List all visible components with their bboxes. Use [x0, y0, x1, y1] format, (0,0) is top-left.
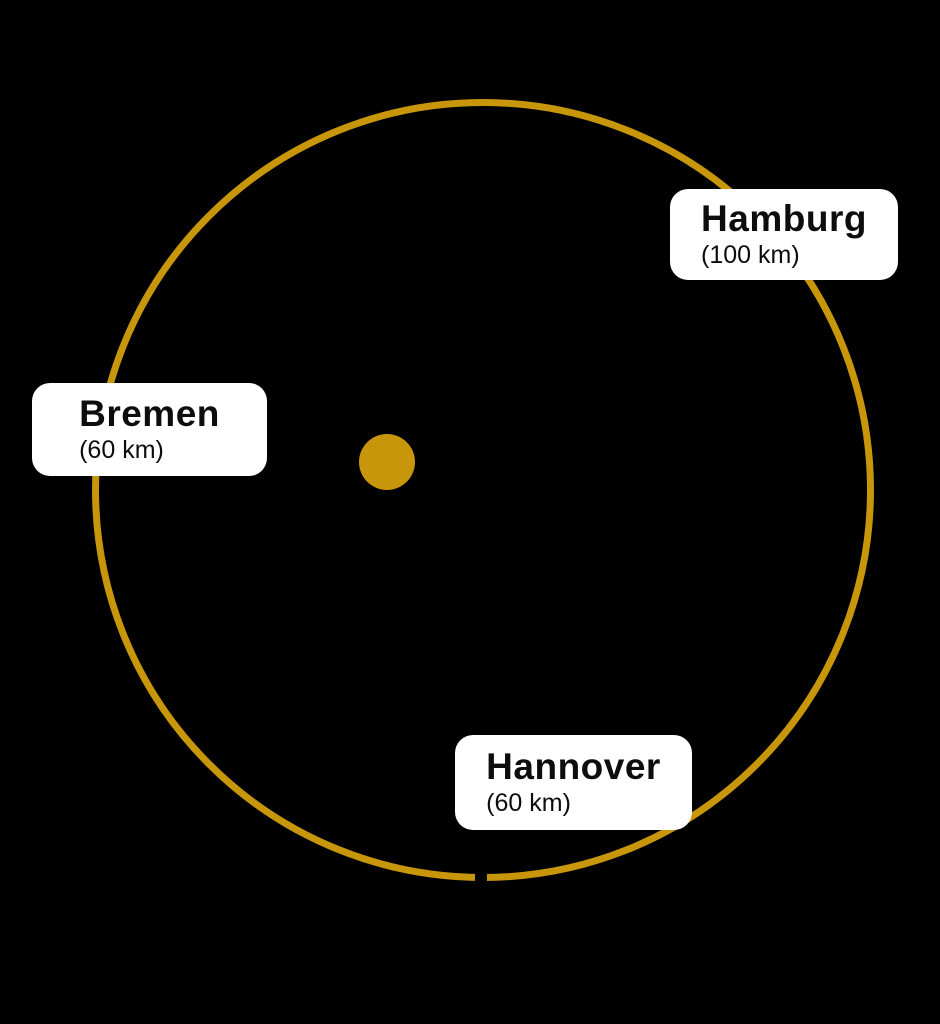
city-label-content: Hannover (60 km) [486, 745, 661, 818]
city-label-content: Hamburg (100 km) [701, 197, 867, 270]
city-distance: (60 km) [79, 436, 164, 465]
city-name: Hannover [486, 745, 661, 787]
city-label-hamburg: Hamburg (100 km) [670, 189, 898, 280]
center-point-dot [359, 434, 415, 490]
city-label-content: Bremen (60 km) [79, 392, 220, 465]
city-name: Hamburg [701, 197, 867, 239]
city-label-hannover: Hannover (60 km) [455, 735, 692, 830]
city-name: Bremen [79, 392, 220, 434]
city-label-bremen: Bremen (60 km) [32, 383, 267, 476]
city-distance: (60 km) [486, 789, 571, 818]
city-distance: (100 km) [701, 241, 800, 270]
circle-bottom-gap [475, 864, 487, 884]
